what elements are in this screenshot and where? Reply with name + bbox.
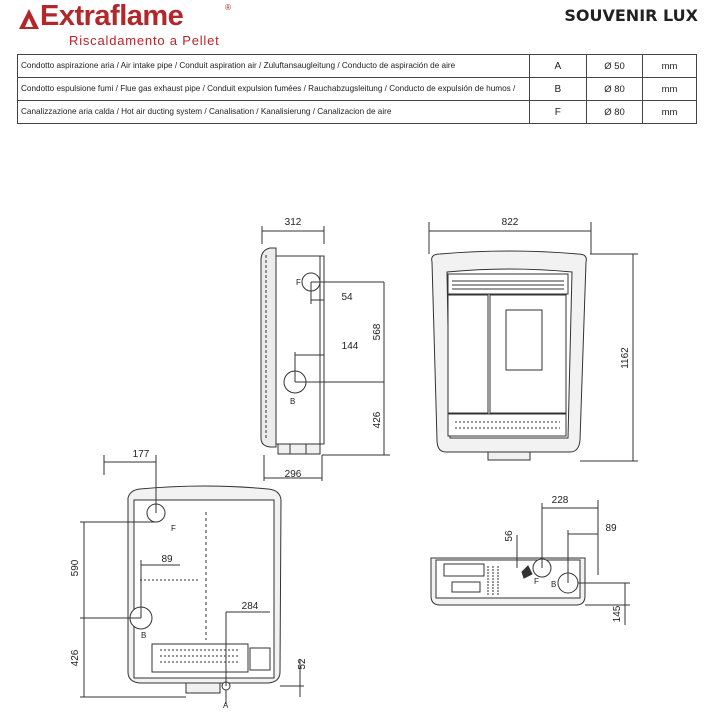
spec-code: F: [528, 100, 588, 124]
header: Extraflame ® Riscaldamento a Pellet SOUV…: [0, 0, 720, 52]
model-title: SOUVENIR LUX: [564, 6, 698, 25]
front-view: 822 1162: [428, 217, 638, 462]
front-width-dim: 822: [502, 217, 519, 228]
brand-name: Extraflame: [40, 0, 184, 32]
spec-description: Condotto aspirazione aria / Air intake p…: [17, 54, 530, 78]
registered-mark: ®: [225, 3, 231, 12]
rear-f-x-dim: 177: [133, 449, 150, 460]
flame-logo-icon: [19, 9, 39, 29]
spec-diameter: Ø 50: [586, 54, 643, 78]
spec-diameter: Ø 80: [586, 77, 643, 101]
side-b-offset: 144: [342, 341, 359, 352]
side-f-label: F: [296, 278, 301, 287]
spec-code: B: [528, 77, 588, 101]
top-view: 228 89 56 145 F B: [430, 495, 630, 625]
side-f-offset: 54: [341, 292, 353, 303]
spec-unit: mm: [641, 54, 698, 78]
spec-table: Condotto aspirazione aria / Air intake p…: [17, 54, 698, 124]
side-b-label: B: [290, 397, 295, 406]
top-b-dist-dim: 89: [605, 523, 617, 534]
rear-a-height-dim: 52: [297, 658, 308, 670]
side-depth-top: 312: [285, 217, 302, 228]
spec-unit: mm: [641, 77, 698, 101]
table-row: Condotto aspirazione aria / Air intake p…: [17, 54, 698, 78]
rear-f-height-dim: 590: [70, 559, 81, 576]
top-f-label: F: [534, 577, 539, 586]
rear-b-label: B: [141, 631, 146, 640]
top-f-dist-dim: 228: [552, 495, 569, 506]
rear-b-height-dim: 426: [70, 649, 81, 666]
rear-view: 177 590 426 89 284 52 F B A: [70, 449, 308, 710]
side-view: 312 296 54 144 568 426 F B: [260, 217, 390, 481]
table-row: Condotto espulsione fumi / Flue gas exha…: [17, 77, 698, 101]
top-b-depth-dim: 145: [612, 605, 623, 622]
side-between-dim: 568: [372, 323, 383, 340]
rear-a-offset-dim: 284: [242, 601, 259, 612]
side-depth-bottom: 296: [285, 469, 302, 480]
brand-tagline: Riscaldamento a Pellet: [69, 33, 220, 48]
front-height-dim: 1162: [620, 347, 631, 369]
top-f-depth-dim: 56: [504, 530, 515, 542]
spec-unit: mm: [641, 100, 698, 124]
rear-b-offset-dim: 89: [161, 554, 173, 565]
top-b-label: B: [551, 580, 556, 589]
spec-description: Canalizzazione aria calda / Hot air duct…: [17, 100, 530, 124]
spec-description: Condotto espulsione fumi / Flue gas exha…: [17, 77, 530, 101]
spec-diameter: Ø 80: [586, 100, 643, 124]
rear-a-label: A: [223, 701, 229, 710]
side-b-height-dim: 426: [372, 411, 383, 428]
rear-f-label: F: [171, 524, 176, 533]
table-row: Canalizzazione aria calda / Hot air duct…: [17, 100, 698, 124]
